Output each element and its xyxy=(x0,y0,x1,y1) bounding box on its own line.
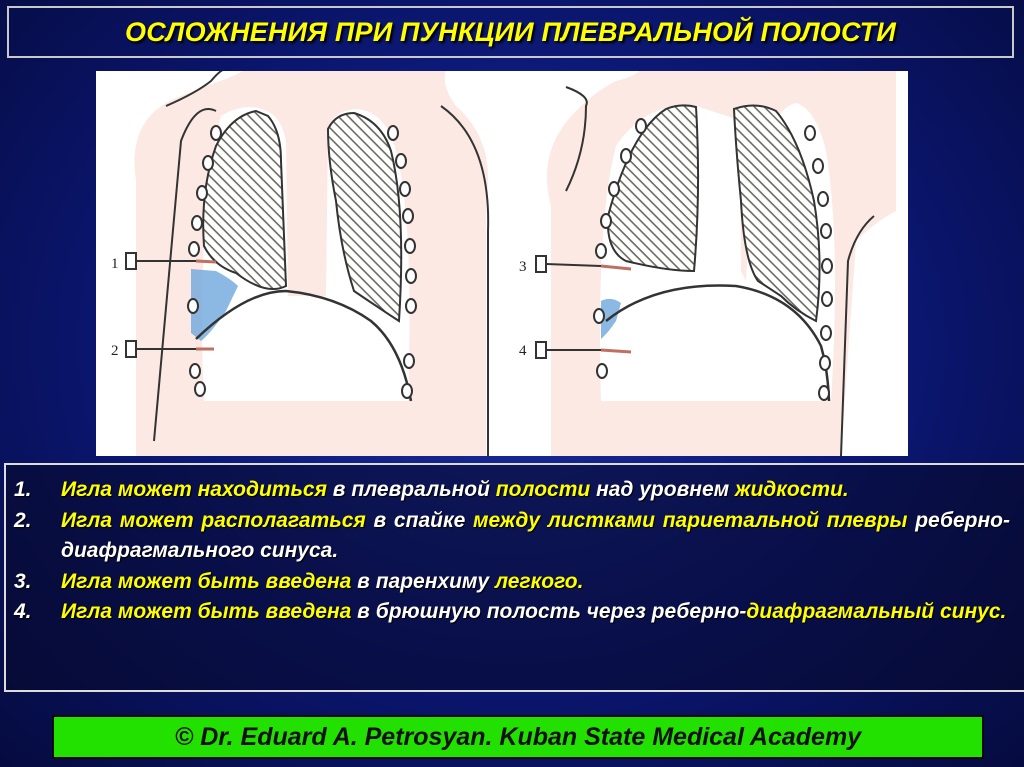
pleural-fluid xyxy=(191,269,238,341)
title-box: ОСЛОЖНЕНИЯ ПРИ ПУНКЦИИ ПЛЕВРАЛЬНОЙ ПОЛОС… xyxy=(7,6,1014,58)
plain-text: в брюшную полость через реберно- xyxy=(351,600,747,623)
left-lung-2 xyxy=(606,104,700,273)
plain-text: в паренхиму xyxy=(351,569,495,593)
list-number: 3. xyxy=(14,569,32,593)
right-torso xyxy=(535,71,896,456)
highlighted-text: диафрагмальный синус. xyxy=(746,600,1007,623)
right-lung-1 xyxy=(326,111,403,323)
complications-list: 1. Игла может находиться в плевральной по… xyxy=(4,463,1024,692)
needle-2 xyxy=(125,340,214,358)
needle-label-4: 4 xyxy=(519,343,527,359)
needle-1 xyxy=(125,252,217,270)
highlighted-text: полости xyxy=(495,478,591,501)
needle-4 xyxy=(535,341,632,359)
plain-text: в спайке xyxy=(365,508,473,532)
list-item: 3. Игла может быть введена в паренхиму ле… xyxy=(6,567,1024,598)
highlighted-text: легкого. xyxy=(494,569,584,593)
needle-label-3: 3 xyxy=(519,259,527,275)
left-lung-1 xyxy=(202,109,288,290)
footer-text: © Dr. Eduard A. Petrosyan. Kuban State M… xyxy=(174,722,862,751)
plain-text: реберно-диафрагмального синуса. xyxy=(61,508,1010,563)
needle-label-2: 2 xyxy=(111,343,119,359)
slide-title: ОСЛОЖНЕНИЯ ПРИ ПУНКЦИИ ПЛЕВРАЛЬНОЙ ПОЛОС… xyxy=(125,16,896,47)
list-number: 2. xyxy=(14,508,32,532)
needle-label-1: 1 xyxy=(111,256,119,272)
highlighted-text: жидкости. xyxy=(735,478,849,501)
pleural-puncture-illustration: 1 2 3 4 xyxy=(96,71,908,456)
pleural-fluid-small xyxy=(601,298,621,339)
right-lung-2 xyxy=(732,104,821,323)
plain-text: в плевральной xyxy=(326,478,496,501)
highlighted-text: Игла может находиться xyxy=(61,478,327,501)
needle-3 xyxy=(535,255,632,273)
footer-banner: © Dr. Eduard A. Petrosyan. Kuban State M… xyxy=(52,715,984,759)
plain-text: над уровнем xyxy=(590,478,735,501)
highlighted-text: Игла может быть введена xyxy=(61,569,352,593)
left-torso xyxy=(125,71,490,456)
list-number: 4. xyxy=(14,600,32,623)
list-item: 4. Игла может быть введена в брюшную поло… xyxy=(6,597,1024,628)
list-item: 2. Игла может располагаться в спайке межд… xyxy=(6,506,1024,567)
highlighted-text: Игла может быть введена xyxy=(61,600,352,623)
highlighted-text: Игла может располагаться xyxy=(61,508,366,532)
highlighted-text: между листками париетальной плевры xyxy=(473,508,908,532)
list-item: 1. Игла может находиться в плевральной по… xyxy=(6,475,1024,506)
list-number: 1. xyxy=(14,478,32,501)
